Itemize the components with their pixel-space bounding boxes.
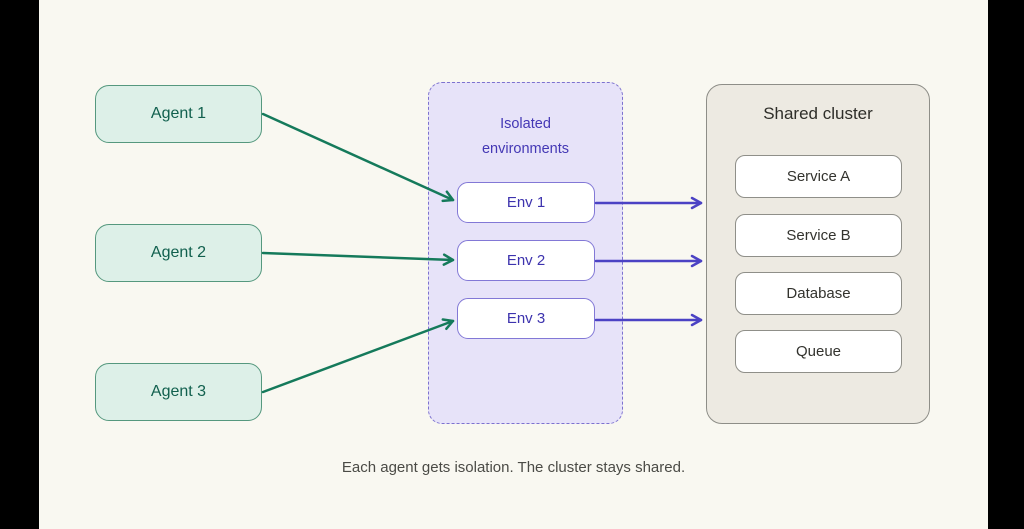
env-3-node: Env 3 bbox=[457, 298, 595, 339]
letterbox-left bbox=[0, 0, 39, 529]
service-b-label: Service B bbox=[786, 227, 851, 244]
database-node: Database bbox=[735, 272, 902, 315]
diagram-caption: Each agent gets isolation. The cluster s… bbox=[341, 459, 686, 476]
agent-1-node: Agent 1 bbox=[95, 85, 262, 143]
shared-cluster-title: Shared cluster bbox=[763, 104, 873, 123]
diagram-canvas: Agent 1 Agent 2 Agent 3 Isolated environ… bbox=[39, 0, 988, 529]
isolated-title-line-2: environments bbox=[481, 141, 570, 157]
env-2-node: Env 2 bbox=[457, 240, 595, 281]
letterbox-right bbox=[988, 0, 1024, 529]
env-1-node: Env 1 bbox=[457, 182, 595, 223]
agent-3-label: Agent 3 bbox=[150, 383, 207, 400]
isolated-title-line-1: Isolated bbox=[500, 116, 551, 132]
agent-2-node: Agent 2 bbox=[95, 224, 262, 282]
agent-2-label: Agent 2 bbox=[150, 244, 207, 261]
service-a-label: Service A bbox=[786, 168, 851, 185]
agent3-to-env3-arrow bbox=[261, 318, 455, 394]
agent2-to-env2-arrow bbox=[261, 251, 455, 266]
queue-node: Queue bbox=[735, 330, 902, 373]
queue-label: Queue bbox=[795, 343, 842, 360]
env-3-label: Env 3 bbox=[506, 310, 546, 327]
agent1-to-env1-arrow bbox=[261, 112, 455, 203]
service-b-node: Service B bbox=[735, 214, 902, 257]
env-2-label: Env 2 bbox=[506, 252, 546, 269]
database-label: Database bbox=[786, 285, 851, 302]
isolated-environments-title: Isolated environments bbox=[428, 112, 623, 162]
env-1-label: Env 1 bbox=[506, 194, 546, 211]
service-a-node: Service A bbox=[735, 155, 902, 198]
agent-3-node: Agent 3 bbox=[95, 363, 262, 421]
agent-1-label: Agent 1 bbox=[150, 105, 207, 122]
